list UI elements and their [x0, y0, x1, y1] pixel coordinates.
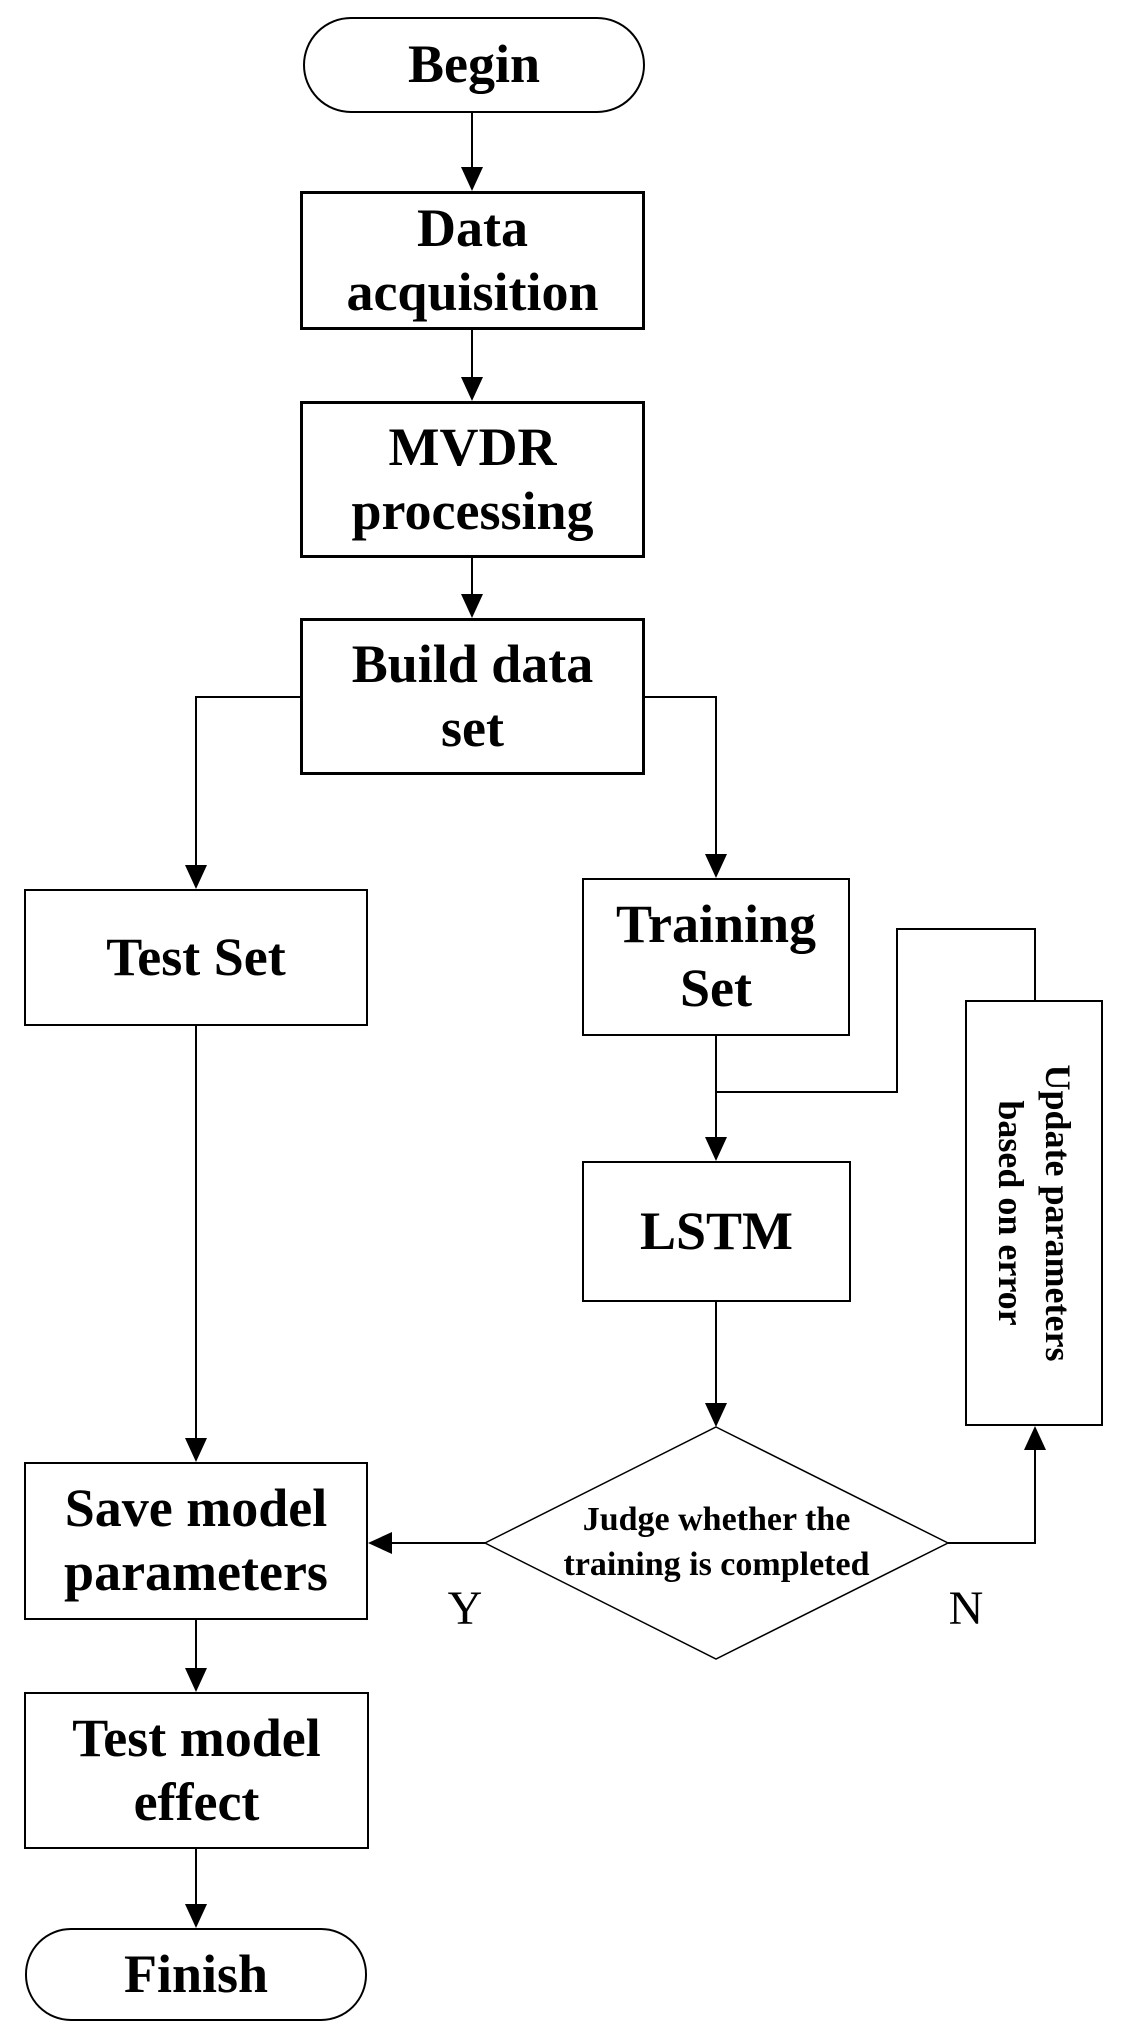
build-data-set-box: Build data set	[300, 618, 645, 775]
data-acquisition-line2: acquisition	[346, 261, 599, 322]
save-model-line2: parameters	[64, 1542, 328, 1602]
arrowhead-into-lstm	[705, 1137, 727, 1161]
arrowhead-into-testset	[185, 865, 207, 889]
data-acquisition-line1: Data	[417, 197, 528, 258]
test-model-line1: Test model	[72, 1707, 321, 1768]
build-line2: set	[441, 697, 504, 758]
training-set-line1: Training	[615, 894, 817, 955]
test-set-label: Test Set	[106, 926, 286, 987]
test-set-box: Test Set	[24, 889, 368, 1026]
begin-label: Begin	[407, 34, 541, 95]
arrowhead-into-data	[461, 167, 483, 191]
update-parameters-label: Update parameters based on error	[984, 1013, 1084, 1413]
lstm-label: LSTM	[639, 1200, 794, 1261]
arrowhead-into-build	[461, 594, 483, 618]
test-model-line2: effect	[133, 1771, 260, 1832]
arrowhead-into-finish	[185, 1904, 207, 1928]
arrowhead-into-trainingset	[705, 854, 727, 878]
build-line1: Build data	[351, 633, 594, 694]
arrowhead-into-judge	[705, 1403, 727, 1427]
judge-line2: training is completed	[563, 1546, 870, 1583]
begin-terminator: Begin	[303, 17, 645, 113]
edge-build-to-testset	[195, 696, 300, 871]
finish-terminator: Finish	[25, 1928, 367, 2021]
update-parameters-line1: Update parameters	[1037, 1064, 1078, 1362]
training-set-line2: Set	[680, 958, 752, 1018]
mvdr-line1: MVDR	[388, 416, 557, 477]
data-acquisition-box: Data acquisition	[300, 191, 645, 330]
edge-update-feedback	[716, 928, 1036, 1093]
judge-line1: Judge whether the	[582, 1501, 851, 1539]
arrowhead-into-mvdr	[461, 377, 483, 401]
judge-decision-label: Judge whether the training is completed	[485, 1493, 948, 1593]
edge-judge-no-to-update	[948, 1444, 1036, 1544]
arrowhead-into-testmodel	[185, 1668, 207, 1692]
judge-decision-diamond	[483, 1426, 950, 1660]
edge-label-no: N	[948, 1581, 984, 1635]
mvdr-line2: processing	[351, 480, 594, 541]
arrowhead-into-save-top	[185, 1438, 207, 1462]
save-model-parameters-box: Save model parameters	[24, 1462, 368, 1620]
update-parameters-line2: based on error	[991, 1100, 1031, 1326]
finish-label: Finish	[123, 1943, 269, 2004]
test-model-effect-box: Test model effect	[24, 1692, 369, 1849]
arrowhead-into-save-right	[368, 1532, 392, 1554]
edge-label-yes: Y	[447, 1581, 483, 1635]
save-model-line1: Save model	[64, 1478, 328, 1539]
mvdr-processing-box: MVDR processing	[300, 401, 645, 558]
edge-build-to-trainingset	[645, 696, 717, 860]
training-set-box: Training Set	[582, 878, 850, 1036]
arrowhead-into-update	[1024, 1426, 1046, 1450]
lstm-box: LSTM	[582, 1161, 851, 1302]
update-parameters-box	[965, 1000, 1103, 1426]
